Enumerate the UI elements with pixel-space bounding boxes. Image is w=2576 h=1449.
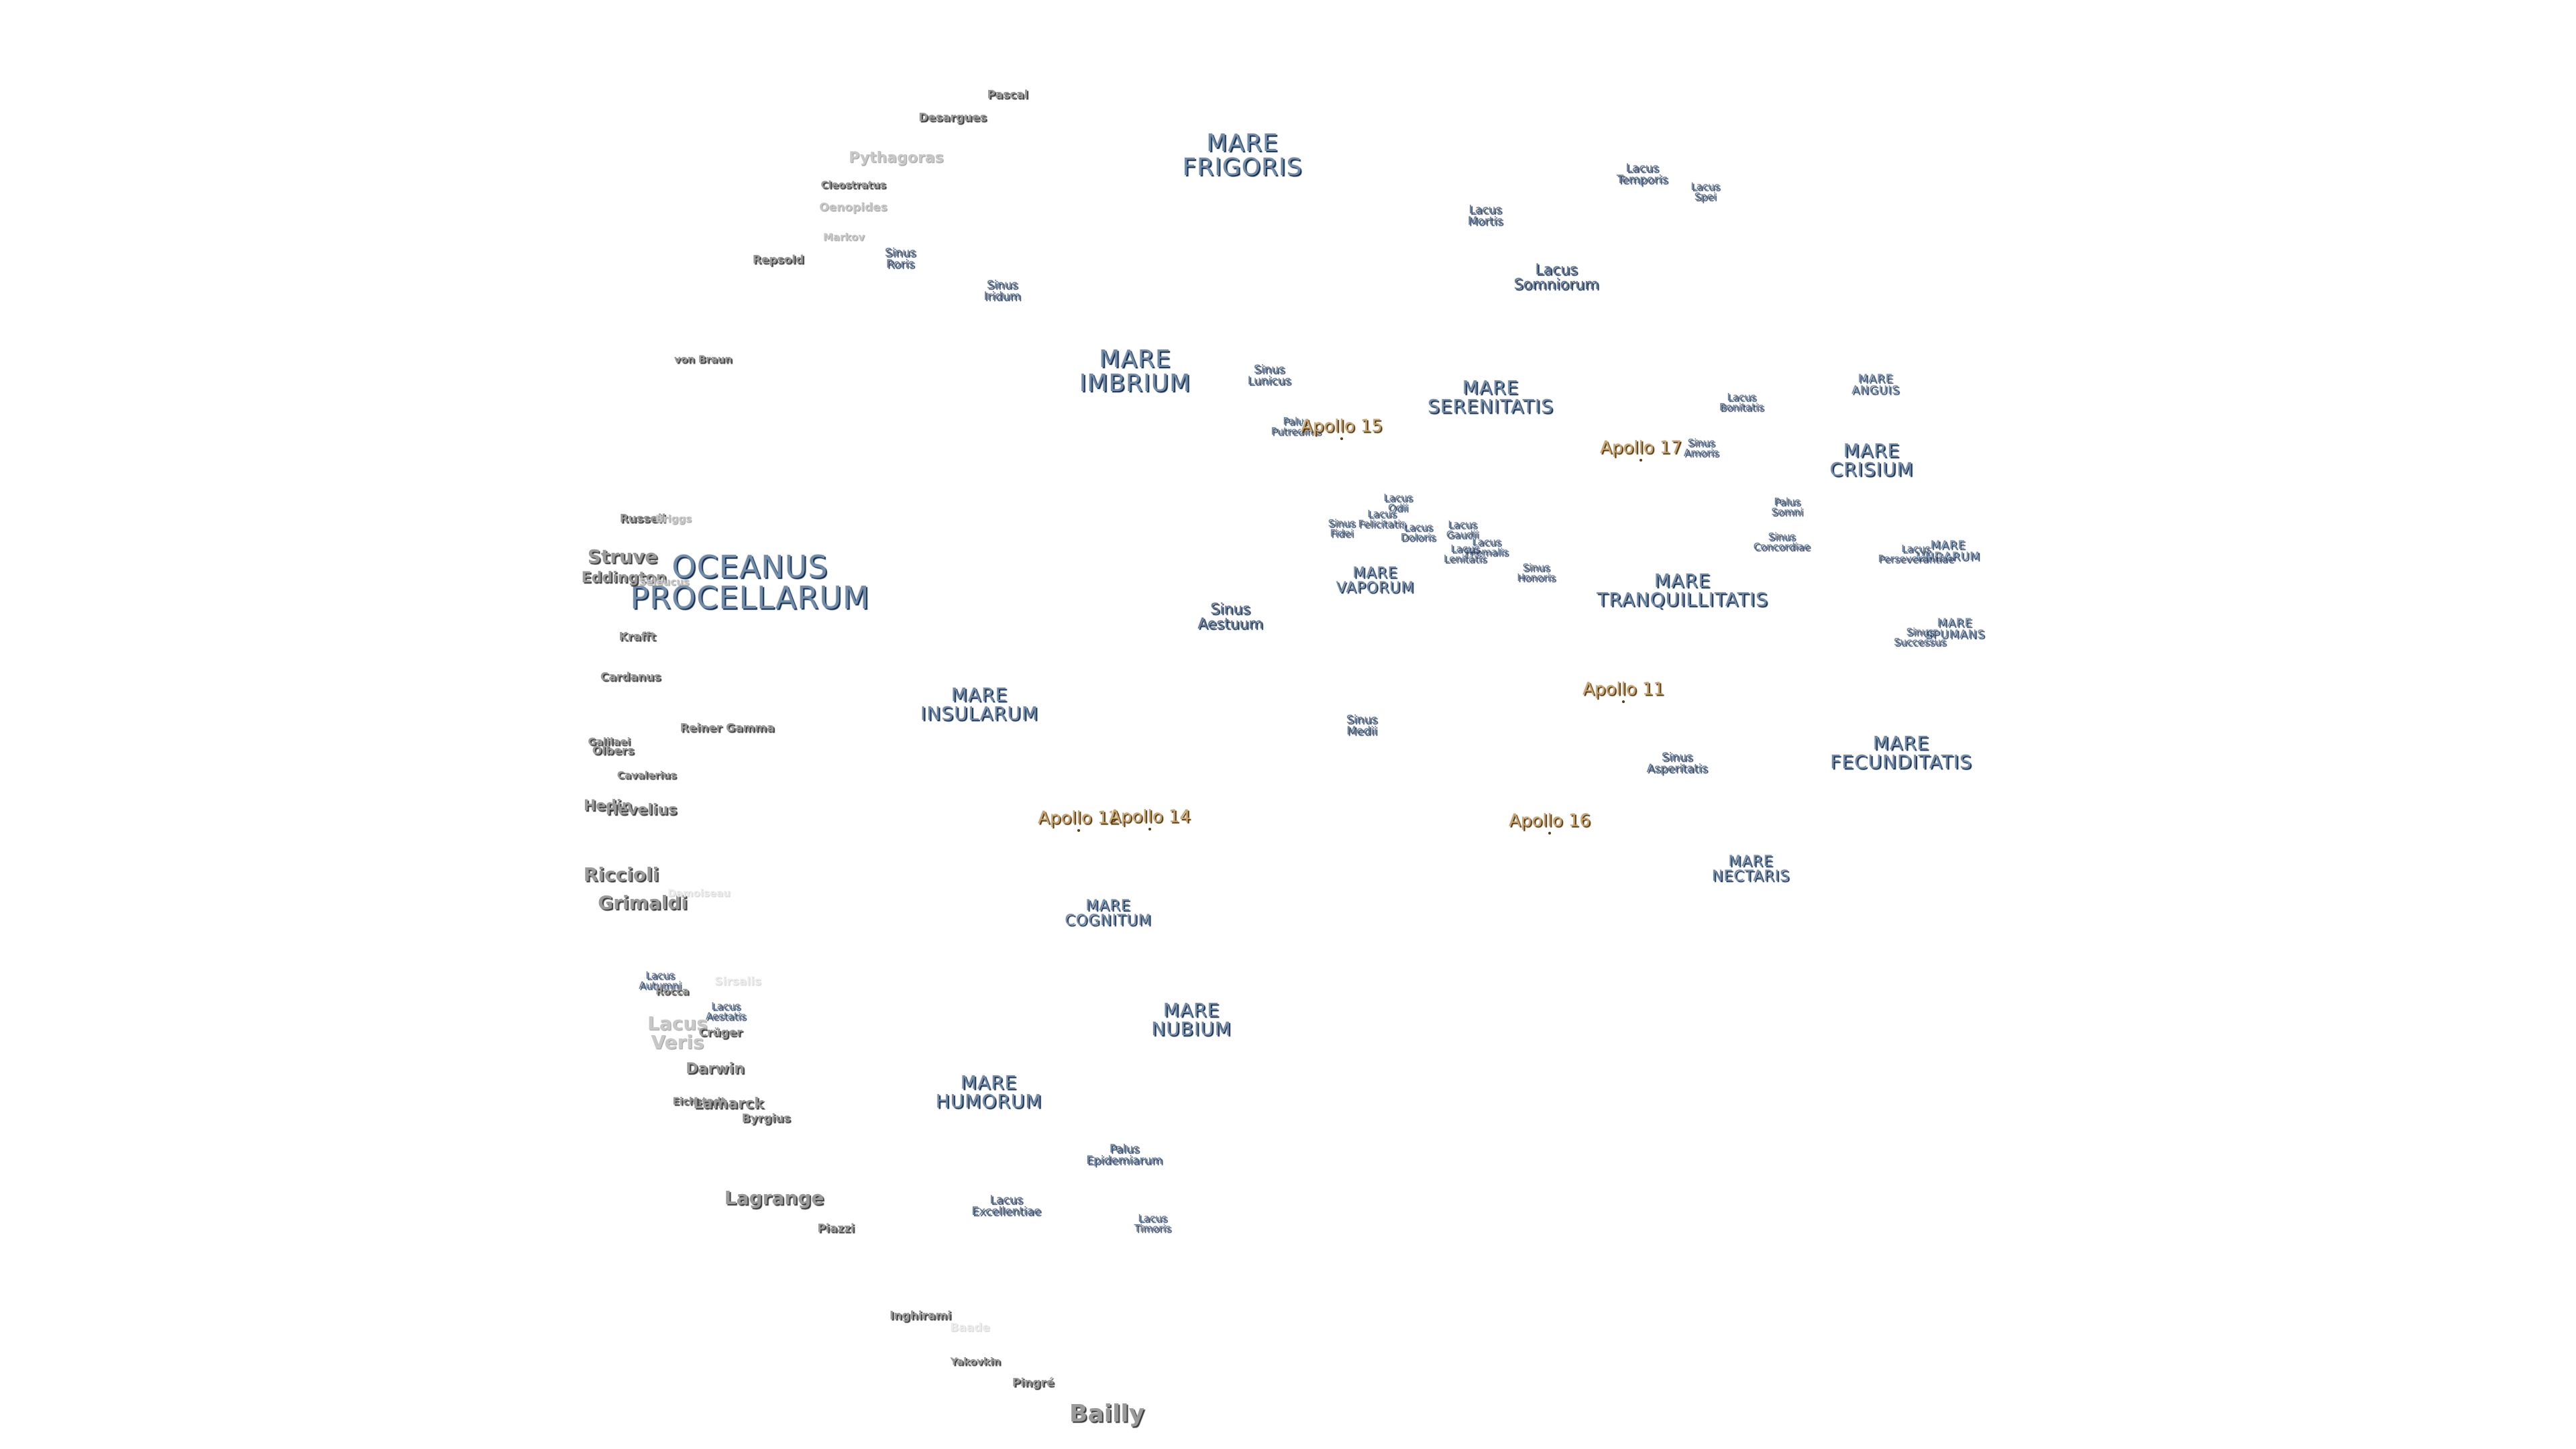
crater-label[interactable]: Hevelius bbox=[605, 802, 678, 818]
minor-feature-label[interactable]: Sinus Amoris bbox=[1683, 437, 1719, 459]
minor-feature-label[interactable]: Lacus Spei bbox=[1690, 180, 1720, 203]
minor-feature-label[interactable]: Sinus Aestuum bbox=[1197, 601, 1263, 633]
minor-feature-label[interactable]: Lacus Autumni bbox=[639, 969, 682, 991]
minor-feature-label[interactable]: Lacus Odii bbox=[1383, 492, 1413, 514]
crater-label[interactable]: Eddington bbox=[581, 570, 667, 586]
apollo-site-label[interactable]: Apollo 11 bbox=[1582, 679, 1664, 700]
mare-label[interactable]: MARE TRANQUILLITATIS bbox=[1597, 570, 1768, 610]
minor-feature-label[interactable]: Sinus Fidei bbox=[1328, 517, 1356, 539]
minor-feature-label[interactable]: Lacus Perseverantiae bbox=[1878, 543, 1954, 565]
crater-label[interactable]: Bailly bbox=[1069, 1400, 1145, 1428]
apollo-site-label[interactable]: Apollo 17 bbox=[1600, 437, 1682, 458]
crater-label[interactable]: Lagrange bbox=[724, 1187, 824, 1209]
mare-label[interactable]: MARE COGNITUM bbox=[1065, 898, 1152, 929]
crater-label[interactable]: Lacus Veris bbox=[647, 1012, 708, 1053]
crater-label[interactable]: Rocca bbox=[655, 985, 689, 998]
crater-label[interactable]: Darwin bbox=[686, 1061, 745, 1077]
minor-feature-label[interactable]: Lacus Felicitatis bbox=[1358, 508, 1406, 530]
minor-feature-label[interactable]: Sinus Medii bbox=[1346, 713, 1377, 738]
apollo-landing-marker bbox=[1640, 459, 1642, 462]
crater-label[interactable]: Pascal bbox=[987, 88, 1028, 102]
minor-feature-label[interactable]: Lacus Lenitatis bbox=[1444, 543, 1487, 565]
apollo-site-label[interactable]: Apollo 12 bbox=[1038, 808, 1120, 828]
apollo-site-label[interactable]: Apollo 14 bbox=[1109, 806, 1191, 827]
crater-label[interactable]: Hedin bbox=[583, 798, 633, 814]
crater-label[interactable]: Cleostratus bbox=[820, 178, 886, 191]
minor-feature-label[interactable]: Sinus Iridum bbox=[983, 278, 1021, 303]
apollo-landing-marker bbox=[1548, 832, 1551, 835]
mare-label[interactable]: MARE INSULARUM bbox=[920, 684, 1038, 724]
crater-label[interactable]: Briggs bbox=[655, 513, 692, 525]
crater-label[interactable]: von Braun bbox=[674, 353, 733, 366]
minor-feature-label[interactable]: Lacus Hiemalis bbox=[1464, 536, 1509, 558]
crater-label[interactable]: Yakovkin bbox=[950, 1355, 1001, 1368]
mare-label[interactable]: MARE CRISIUM bbox=[1829, 439, 1914, 480]
minor-feature-label[interactable]: Sinus Successus bbox=[1894, 626, 1946, 648]
crater-label[interactable]: Riccioli bbox=[583, 863, 659, 885]
mare-label[interactable]: MARE FECUNDITATIS bbox=[1830, 732, 1972, 773]
apollo-landing-marker bbox=[1622, 700, 1625, 703]
crater-label[interactable]: Russell bbox=[619, 512, 666, 526]
crater-label[interactable]: Inghirami bbox=[890, 1309, 951, 1323]
mare-label[interactable]: MARE ANGUIS bbox=[1851, 372, 1900, 397]
crater-label[interactable]: Olbers bbox=[592, 744, 635, 758]
minor-feature-label[interactable]: Lacus Somniorum bbox=[1513, 262, 1599, 293]
mare-label[interactable]: OCEANUS PROCELLARUM bbox=[630, 549, 870, 616]
crater-label[interactable]: Reiner Gamma bbox=[680, 721, 775, 735]
minor-feature-label[interactable]: Sinus Concordiae bbox=[1753, 531, 1811, 553]
crater-label[interactable]: Pingré bbox=[1012, 1376, 1055, 1390]
minor-feature-label[interactable]: Lacus Aestatis bbox=[706, 1000, 746, 1022]
apollo-site-label[interactable]: Apollo 16 bbox=[1509, 810, 1591, 831]
apollo-site-label[interactable]: Apollo 15 bbox=[1301, 416, 1383, 437]
crater-label[interactable]: Cavalerius bbox=[616, 769, 677, 782]
crater-label[interactable]: Piazzi bbox=[817, 1222, 855, 1236]
minor-feature-label[interactable]: Lacus Doloris bbox=[1400, 521, 1436, 543]
crater-label[interactable]: Desargues bbox=[918, 111, 987, 125]
minor-feature-label[interactable]: Lacus Excellentiae bbox=[971, 1193, 1041, 1218]
minor-feature-label[interactable]: Lacus Timoris bbox=[1134, 1212, 1171, 1234]
mare-label[interactable]: MARE UNDARUM bbox=[1916, 539, 1980, 564]
crater-label[interactable]: Eichstadt bbox=[672, 1095, 726, 1108]
crater-label[interactable]: Struve bbox=[587, 545, 658, 568]
mare-label[interactable]: MARE VAPORUM bbox=[1336, 565, 1415, 596]
crater-label[interactable]: Galilaei bbox=[588, 735, 631, 748]
mare-label[interactable]: MARE HUMORUM bbox=[935, 1071, 1042, 1112]
crater-label[interactable]: Seleucus bbox=[639, 576, 690, 588]
mare-label[interactable]: MARE NUBIUM bbox=[1151, 999, 1232, 1040]
apollo-landing-marker bbox=[1077, 829, 1080, 832]
minor-feature-label[interactable]: Sinus Roris bbox=[885, 246, 916, 271]
minor-feature-label[interactable]: Sinus Asperitatis bbox=[1646, 751, 1708, 775]
minor-feature-label[interactable]: Sinus Honoris bbox=[1517, 561, 1556, 584]
crater-label[interactable]: Cardanus bbox=[600, 670, 661, 684]
minor-feature-label[interactable]: Lacus Bonitatis bbox=[1719, 391, 1764, 413]
mare-label[interactable]: MARE SPUMANS bbox=[1924, 616, 1986, 641]
crater-label[interactable]: Damoiseau bbox=[667, 887, 731, 900]
mare-label[interactable]: MARE SERENITATIS bbox=[1428, 376, 1554, 417]
minor-feature-label[interactable]: Lacus Mortis bbox=[1467, 203, 1503, 228]
crater-label[interactable]: Markov bbox=[822, 231, 865, 244]
crater-label[interactable]: Byrgius bbox=[741, 1112, 791, 1126]
minor-feature-label[interactable]: Palus Putredinis bbox=[1271, 415, 1322, 437]
crater-label[interactable]: Pythagoras bbox=[849, 150, 944, 166]
apollo-landing-marker bbox=[1340, 437, 1343, 440]
crater-label[interactable]: Grimaldi bbox=[598, 892, 688, 914]
crater-label[interactable]: Repsold bbox=[752, 253, 804, 267]
mare-label[interactable]: MARE NECTARIS bbox=[1711, 853, 1790, 885]
crater-label[interactable]: Sirsalis bbox=[714, 975, 761, 989]
minor-feature-label[interactable]: Lacus Temporis bbox=[1616, 162, 1668, 186]
minor-feature-label[interactable]: Lacus Gaudii bbox=[1446, 519, 1479, 541]
crater-label[interactable]: Oenopides bbox=[819, 201, 888, 215]
minor-feature-label[interactable]: Palus Somni bbox=[1771, 496, 1803, 518]
mare-label[interactable]: MARE IMBRIUM bbox=[1079, 345, 1191, 397]
mare-label[interactable]: MARE FRIGORIS bbox=[1182, 129, 1303, 181]
crater-label[interactable]: Baade bbox=[950, 1321, 990, 1335]
crater-label[interactable]: Crüger bbox=[698, 1026, 743, 1040]
minor-feature-label[interactable]: Palus Epidemiarum bbox=[1086, 1142, 1163, 1167]
crater-label[interactable]: Krafft bbox=[619, 630, 656, 644]
apollo-landing-marker bbox=[1148, 828, 1151, 830]
crater-label[interactable]: Lamarck bbox=[693, 1095, 764, 1112]
minor-feature-label[interactable]: Sinus Lunicus bbox=[1247, 363, 1291, 388]
